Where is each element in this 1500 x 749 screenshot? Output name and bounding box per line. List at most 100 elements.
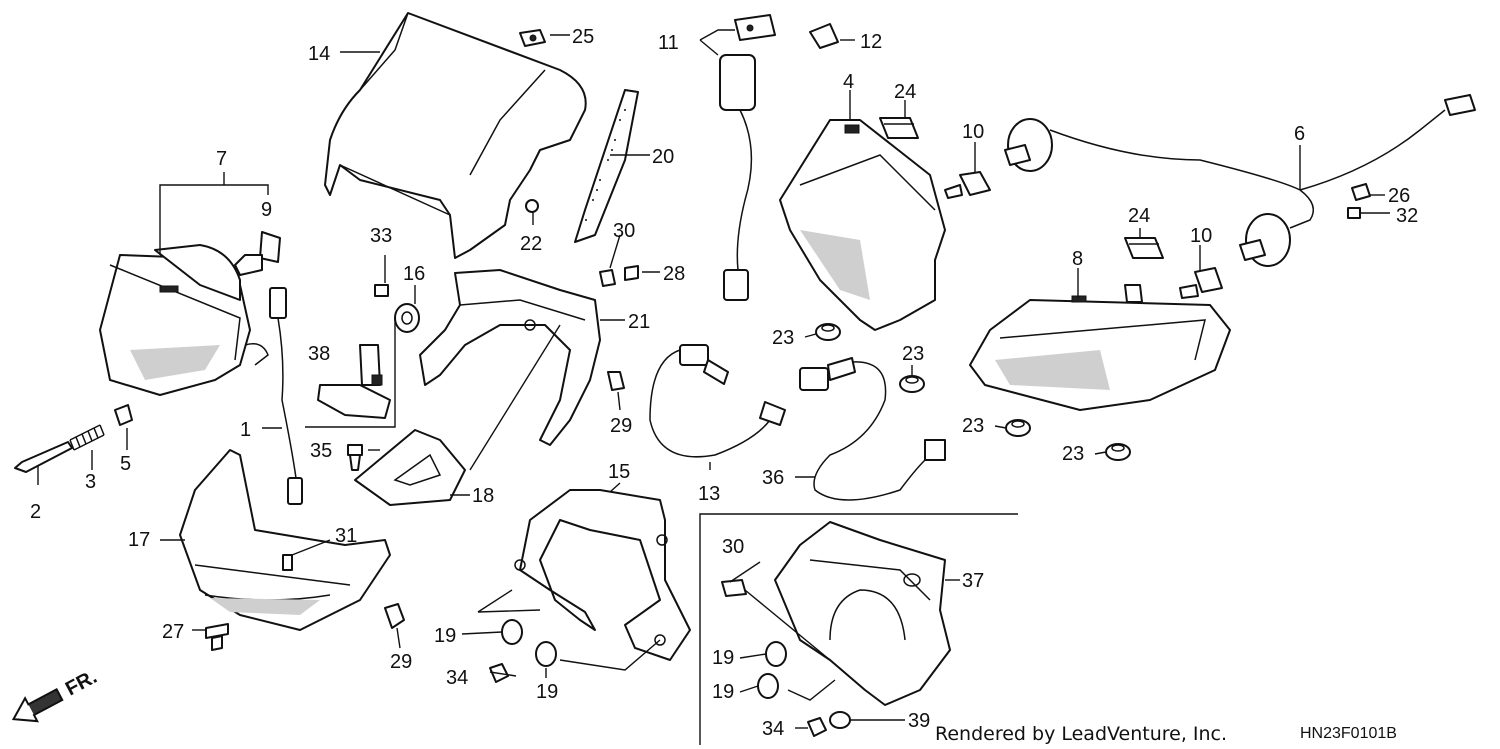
grommet-part-23-a[interactable] [815,323,841,341]
bushing-part-19-c[interactable] [765,641,787,667]
callout-23-a[interactable]: 23 [772,327,794,349]
bulb-part-10-lower[interactable] [1179,267,1223,299]
bulb-part-10-upper[interactable] [944,171,991,199]
callout-18[interactable]: 18 [472,485,494,507]
nut-part-34-right[interactable] [807,717,827,737]
callout-23-d[interactable]: 23 [1062,443,1084,465]
callout-17[interactable]: 17 [128,529,150,551]
callout-29-lower[interactable]: 29 [390,651,412,673]
callout-31[interactable]: 31 [335,525,357,547]
callout-32[interactable]: 32 [1396,205,1418,227]
headlight-left-part-7[interactable] [99,244,269,396]
bolt-part-35[interactable] [347,444,363,471]
grommet-part-24-upper[interactable] [879,117,919,139]
harness-part-6[interactable] [1004,94,1476,267]
clip-part-29-upper[interactable] [607,371,625,391]
callout-35[interactable]: 35 [310,440,332,462]
clip-part-30-lower[interactable] [721,579,747,597]
foam-strip-part-20[interactable] [574,89,639,243]
callout-37[interactable]: 37 [962,570,984,592]
callout-10-upper[interactable]: 10 [962,121,984,143]
bushing-part-19-d[interactable] [757,673,779,699]
headlight-case-part-4[interactable] [779,119,946,331]
headlight-right-part-8[interactable] [969,284,1231,411]
callout-13[interactable]: 13 [698,483,720,505]
screw-part-32[interactable] [1347,207,1361,219]
screw-part-2[interactable] [14,441,73,473]
bushing-part-19-b[interactable] [535,641,557,667]
screw-part-31[interactable] [282,554,293,571]
callout-10-lower[interactable]: 10 [1190,225,1212,247]
callout-3[interactable]: 3 [85,471,96,493]
callout-23-c[interactable]: 23 [962,415,984,437]
switch-part-11[interactable] [719,14,776,301]
sub-harness-part-36[interactable] [799,357,946,501]
callout-21[interactable]: 21 [628,311,650,333]
callout-19-d[interactable]: 19 [712,681,734,703]
lower-cover-part-17[interactable] [179,449,391,631]
callout-23-b[interactable]: 23 [902,343,924,365]
bolt-part-33[interactable] [374,284,389,297]
callout-16[interactable]: 16 [403,263,425,285]
callout-4[interactable]: 4 [843,71,854,93]
callout-34-right[interactable]: 34 [762,718,784,740]
screw-part-28[interactable] [624,265,639,281]
housing-part-37[interactable] [774,521,951,706]
clip-part-25[interactable] [519,29,546,47]
grommet-part-23-c[interactable] [1005,419,1031,437]
bulb-part-9[interactable] [234,231,281,276]
clip-part-29-lower[interactable] [384,603,405,629]
nut-part-22[interactable] [525,199,539,213]
callout-25[interactable]: 25 [572,26,594,48]
housing-case-part-21[interactable] [419,269,601,446]
callout-19-b[interactable]: 19 [536,681,558,703]
spring-part-3[interactable] [69,424,105,451]
cap-part-12[interactable] [809,23,839,49]
callout-9[interactable]: 9 [261,199,272,221]
callout-34-left[interactable]: 34 [446,667,468,689]
clip-part-26[interactable] [1351,183,1371,201]
grommet-part-24-lower[interactable] [1124,237,1164,259]
callout-38[interactable]: 38 [308,343,330,365]
bracket-part-15[interactable] [514,489,691,661]
callout-36[interactable]: 36 [762,467,784,489]
grommet-part-23-d[interactable] [1105,443,1131,461]
callout-39[interactable]: 39 [908,710,930,732]
callout-8[interactable]: 8 [1072,248,1083,270]
screw-part-27[interactable] [205,623,229,651]
inset-frame [699,513,1018,745]
grommet-part-23-b[interactable] [899,375,925,393]
callout-11[interactable]: 11 [658,32,679,54]
callout-29-upper[interactable]: 29 [610,415,632,437]
grommet-part-16[interactable] [394,303,420,333]
bracket-plate-part-18[interactable] [354,429,466,506]
callout-24-lower[interactable]: 24 [1128,205,1150,227]
callout-5[interactable]: 5 [120,453,131,475]
bracket-part-38[interactable] [317,344,391,419]
callout-12[interactable]: 12 [860,31,882,53]
callout-1[interactable]: 1 [240,419,251,441]
callout-14[interactable]: 14 [308,43,330,65]
clip-part-30-upper[interactable] [599,269,616,287]
callout-26[interactable]: 26 [1388,185,1410,207]
callout-22[interactable]: 22 [520,233,542,255]
cover-part-14[interactable] [324,12,587,259]
washer-part-39[interactable] [829,711,851,729]
callout-33[interactable]: 33 [370,225,392,247]
callout-30-lower[interactable]: 30 [722,536,744,558]
bushing-part-19-a[interactable] [501,619,523,645]
sub-harness-part-1[interactable] [269,287,303,505]
callout-2[interactable]: 2 [30,501,41,523]
callout-6[interactable]: 6 [1294,123,1305,145]
callout-30-upper[interactable]: 30 [613,220,635,242]
callout-20[interactable]: 20 [652,146,674,168]
callout-19-c[interactable]: 19 [712,647,734,669]
callout-7[interactable]: 7 [216,148,227,170]
callout-19-a[interactable]: 19 [434,625,456,647]
sub-harness-part-13[interactable] [649,344,786,458]
callout-24-upper[interactable]: 24 [894,81,916,103]
nut-part-5[interactable] [114,404,133,426]
callout-28[interactable]: 28 [663,263,685,285]
callout-27[interactable]: 27 [162,621,184,643]
callout-15[interactable]: 15 [608,461,630,483]
